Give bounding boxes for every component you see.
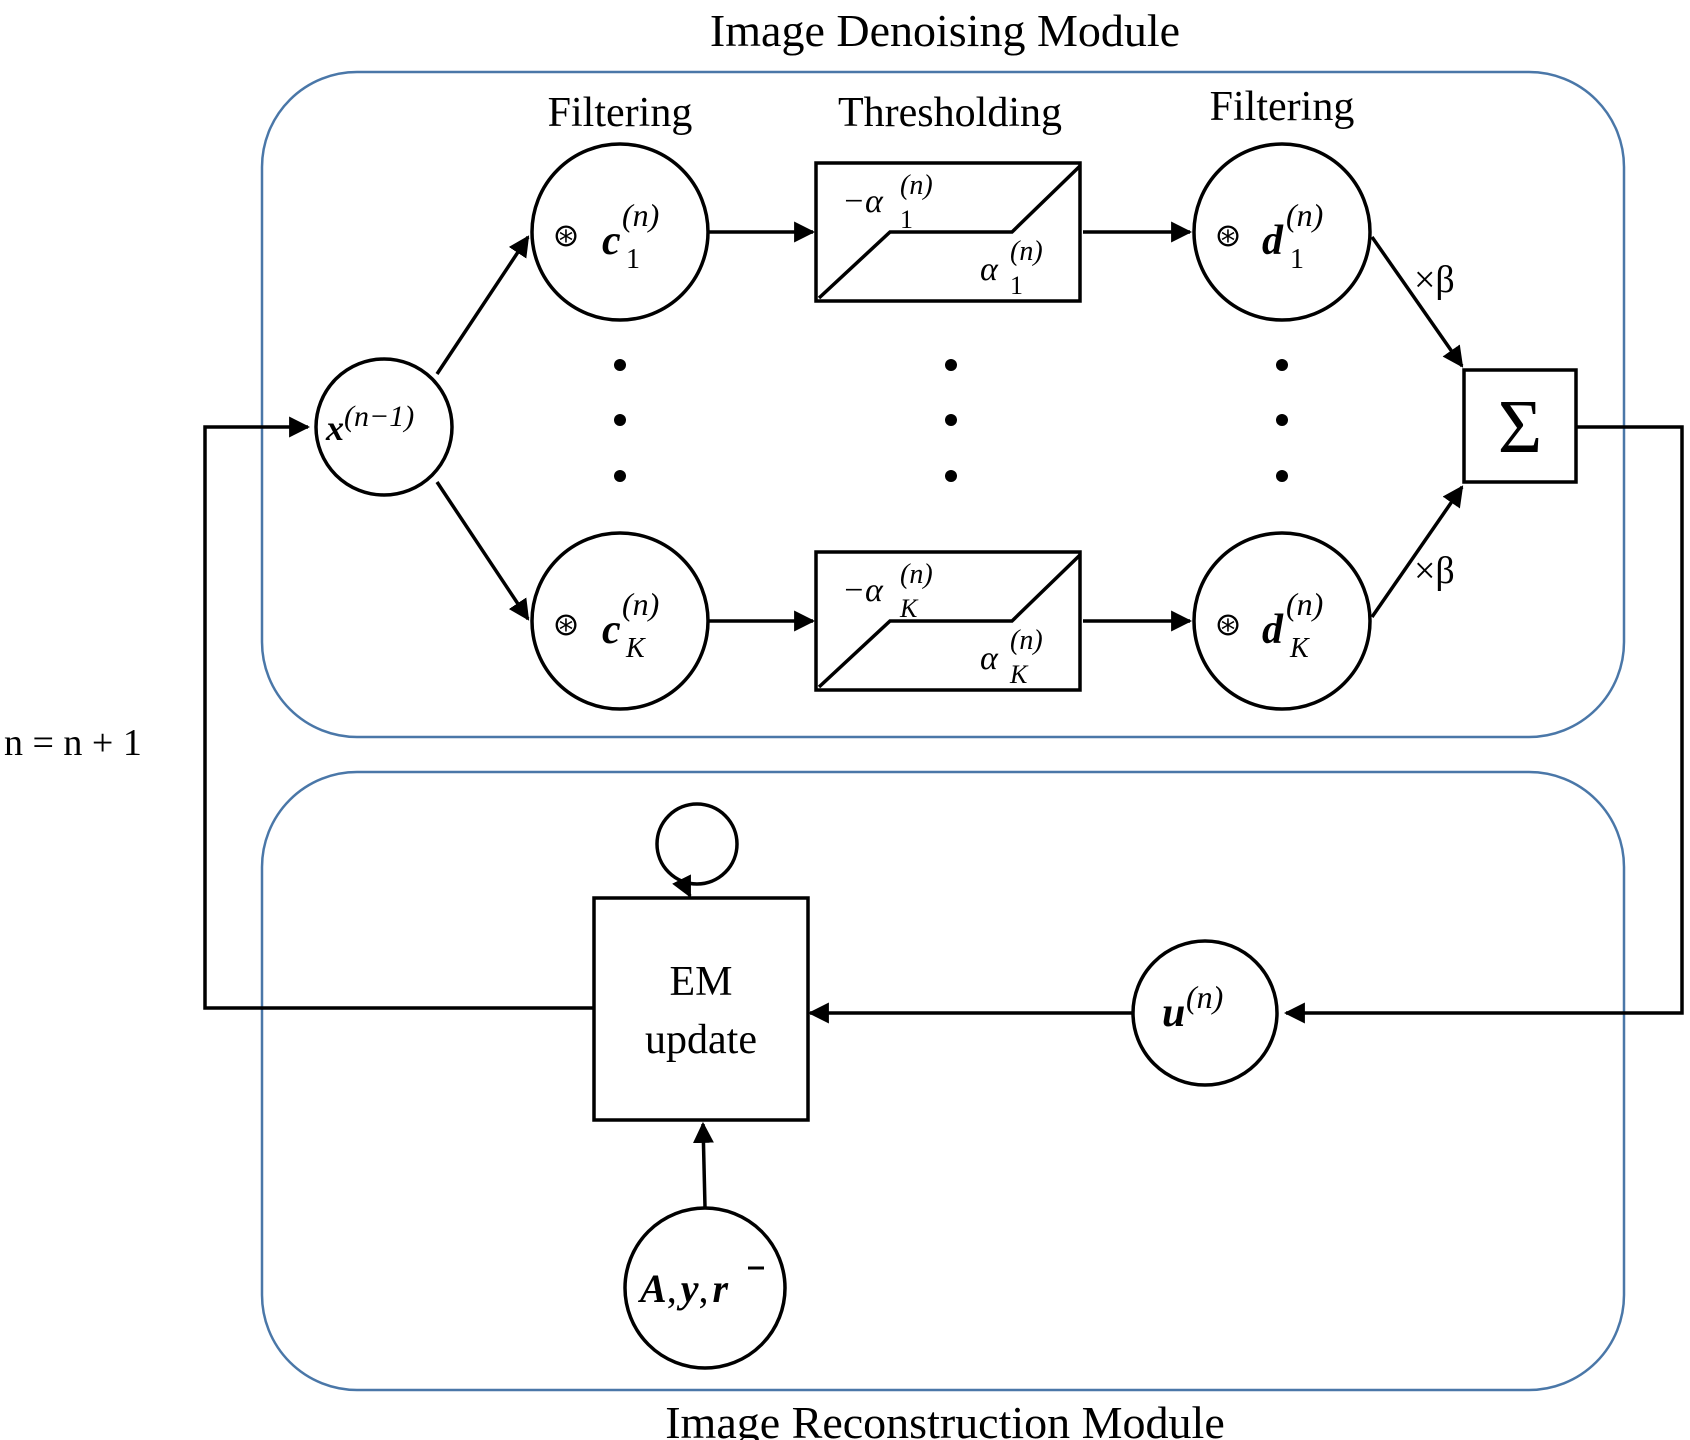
- params-to-em-wire: [692, 1121, 714, 1208]
- threshold-K-neg-sub: K: [899, 594, 919, 623]
- ellipsis-dot: [614, 470, 626, 482]
- filter-c1-sub: 1: [626, 244, 640, 275]
- em-update-line2: update: [645, 1017, 757, 1063]
- feedback-loop-wire: [203, 416, 594, 1010]
- filter-cK-node: [530, 531, 710, 711]
- threshold-1-neg-label: −α: [842, 183, 884, 220]
- input-node: [314, 357, 454, 497]
- u-node-var: u: [1162, 990, 1185, 1036]
- filter-cK-op: ⊛: [553, 605, 580, 643]
- threshold-1-pos-sub: 1: [1010, 271, 1023, 300]
- input-node-label: x(n−1): [325, 400, 414, 448]
- params-node-label: A,y,r: [637, 1266, 728, 1311]
- column-label-filtering-left: Filtering: [548, 90, 693, 136]
- ellipsis-dot: [1276, 359, 1288, 371]
- ellipsis-dot: [945, 470, 957, 482]
- ellipsis-dot: [614, 414, 626, 426]
- threshold-1-pos-label: α: [980, 251, 999, 288]
- threshold-K-pos-sub: K: [1009, 660, 1029, 689]
- sum-output-wire: [1283, 425, 1684, 1024]
- threshold-1-neg-sub: 1: [900, 205, 913, 234]
- filter-c1-op: ⊛: [553, 216, 580, 254]
- filter-d1-op: ⊛: [1215, 216, 1242, 254]
- ellipsis-dot: [614, 359, 626, 371]
- filter-d1-node: [1192, 142, 1372, 322]
- sum-node-symbol: Σ: [1498, 385, 1542, 469]
- column-label-filtering-right: Filtering: [1210, 84, 1355, 130]
- sum-node: [1462, 368, 1578, 484]
- filter-c1-sup: (n): [622, 197, 659, 233]
- em-self-loop: [655, 802, 739, 886]
- column-label-thresholding: Thresholding: [838, 90, 1062, 136]
- threshold-1-neg-sup: (n): [900, 170, 933, 201]
- filter-dK-sup: (n): [1286, 586, 1323, 622]
- ellipsis-dot: [1276, 470, 1288, 482]
- input-to-c1-wire: [435, 235, 530, 375]
- u-node: [1131, 939, 1279, 1087]
- d1-to-sum-wire: [1370, 235, 1464, 368]
- threshold-K-pos-label: α: [980, 640, 999, 677]
- em-update-node: [592, 896, 810, 1122]
- filter-d1-var: d: [1262, 218, 1284, 264]
- input-to-cK-wire: [435, 481, 530, 621]
- threshold-curve-1: [817, 164, 1082, 300]
- em-self-loop-arrow: [672, 874, 692, 898]
- filter-cK-sup: (n): [622, 586, 659, 622]
- ellipsis-dot: [945, 414, 957, 426]
- filter-dK-node: [1192, 531, 1372, 711]
- filter-cK-var: c: [602, 607, 621, 653]
- threshold-1-pos-sup: (n): [1010, 236, 1043, 267]
- filter-c1-node: [530, 142, 710, 322]
- filter-dK-var: d: [1262, 607, 1284, 653]
- filter-c1-var: c: [602, 218, 621, 264]
- denoising-module-frame: [260, 70, 1626, 739]
- filter-cK-sub: K: [625, 633, 646, 664]
- dK-to-sum-wire: [1370, 485, 1464, 618]
- ellipsis-dot: [1276, 414, 1288, 426]
- reconstruction-module-title: Image Reconstruction Module: [665, 1397, 1225, 1440]
- filter-d1-sub: 1: [1290, 244, 1304, 275]
- filter-dK-sub: K: [1289, 633, 1310, 664]
- threshold-curve-K: [817, 553, 1082, 689]
- threshold-box-K: [814, 550, 1082, 692]
- params-node: [623, 1206, 787, 1370]
- filter-dK-op: ⊛: [1215, 605, 1242, 643]
- reconstruction-module-frame: [260, 770, 1626, 1392]
- threshold-K-pos-sup: (n): [1010, 625, 1043, 656]
- u-node-sup: (n): [1186, 979, 1223, 1015]
- threshold-K-neg-sup: (n): [900, 559, 933, 590]
- denoising-module-title: Image Denoising Module: [710, 5, 1180, 56]
- beta-label-top: ×β: [1414, 259, 1455, 301]
- filter-d1-sup: (n): [1286, 197, 1323, 233]
- threshold-K-neg-label: −α: [842, 572, 884, 609]
- ellipsis-dot: [945, 359, 957, 371]
- em-update-line1: EM: [670, 959, 733, 1005]
- beta-label-bottom: ×β: [1414, 550, 1455, 592]
- loop-increment-label: n = n + 1: [4, 722, 142, 764]
